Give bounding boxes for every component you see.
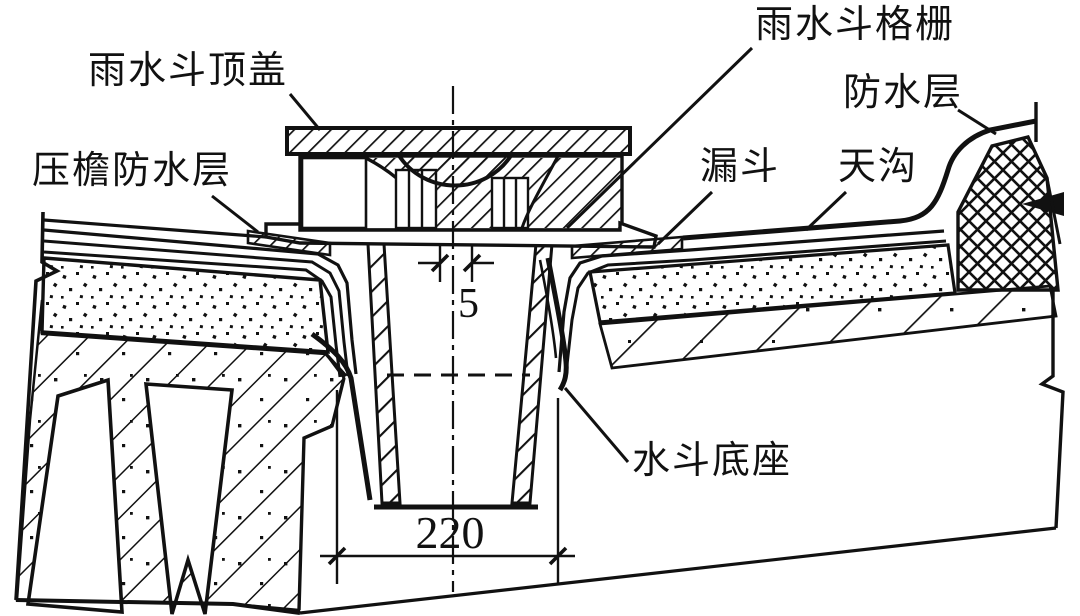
gutter-membrane-line-3 [564, 239, 947, 375]
left-membrane-line-2 [43, 228, 358, 375]
label-funnel: 漏斗 [700, 146, 781, 188]
hopper-top-cover [285, 126, 632, 156]
slab-break-wedge-1 [25, 377, 124, 614]
leader-lines [211, 46, 997, 463]
right-break-line [1038, 288, 1065, 529]
left-roof-section [15, 218, 358, 615]
hopper-base-right-inner [538, 259, 558, 359]
grille-throat-curve-right [520, 155, 560, 229]
leader-waterproof [957, 108, 997, 136]
cover-dome [394, 152, 516, 188]
left-break-line [14, 211, 61, 601]
slab-break-wedge-2 [143, 382, 235, 615]
left-membrane-line-1 [43, 218, 267, 239]
label-hopper-grille: 雨水斗格栅 [755, 4, 956, 46]
leader-funnel [656, 190, 714, 246]
label-waterproof-layer: 防水层 [843, 72, 964, 114]
leader-base [563, 387, 630, 463]
dimension-220 [320, 390, 575, 584]
dim-text-220: 220 [415, 507, 485, 558]
left-membrane-line-3 [43, 239, 350, 377]
dimension-5 [418, 246, 494, 282]
eave-clamp-strip-right [570, 235, 684, 260]
bottom-edge-diagonal [299, 526, 1057, 615]
eave-clamp-strip-left [246, 229, 332, 257]
mound-right-edge [1045, 177, 1062, 245]
leader-cover [288, 93, 322, 131]
hopper-grille-and-cover [246, 126, 684, 260]
gutter-top-membrane [682, 118, 1037, 241]
dim-tick [327, 546, 347, 566]
break-lines [14, 211, 1065, 615]
dim-text-5: 5 [458, 281, 479, 327]
funnel-assembly [310, 242, 569, 510]
leader-eave-waterproof [211, 194, 259, 234]
label-hopper-cover: 雨水斗顶盖 [88, 50, 289, 92]
leader-grille [565, 46, 754, 230]
gutter-membrane-line-2 [557, 229, 945, 373]
label-eave-waterproof: 压檐防水层 [32, 150, 233, 192]
gutter-slab-dots [598, 284, 1058, 370]
label-gutter: 天沟 [838, 146, 919, 188]
masonry-mound [956, 135, 1060, 292]
label-hopper-base: 水斗底座 [632, 440, 793, 482]
bottom-edge-left [15, 598, 301, 615]
left-membrane-line-4 [43, 250, 342, 378]
hopper-base-right [545, 257, 569, 392]
leader-gutter [804, 190, 848, 232]
hopper-base-left [310, 331, 373, 501]
right-gutter-section [557, 118, 1058, 375]
grille-end-post [300, 156, 368, 230]
dim-tick [548, 546, 568, 566]
dim-tick [462, 253, 482, 273]
dim-tick [430, 253, 450, 273]
parapet-mound [956, 102, 1064, 292]
